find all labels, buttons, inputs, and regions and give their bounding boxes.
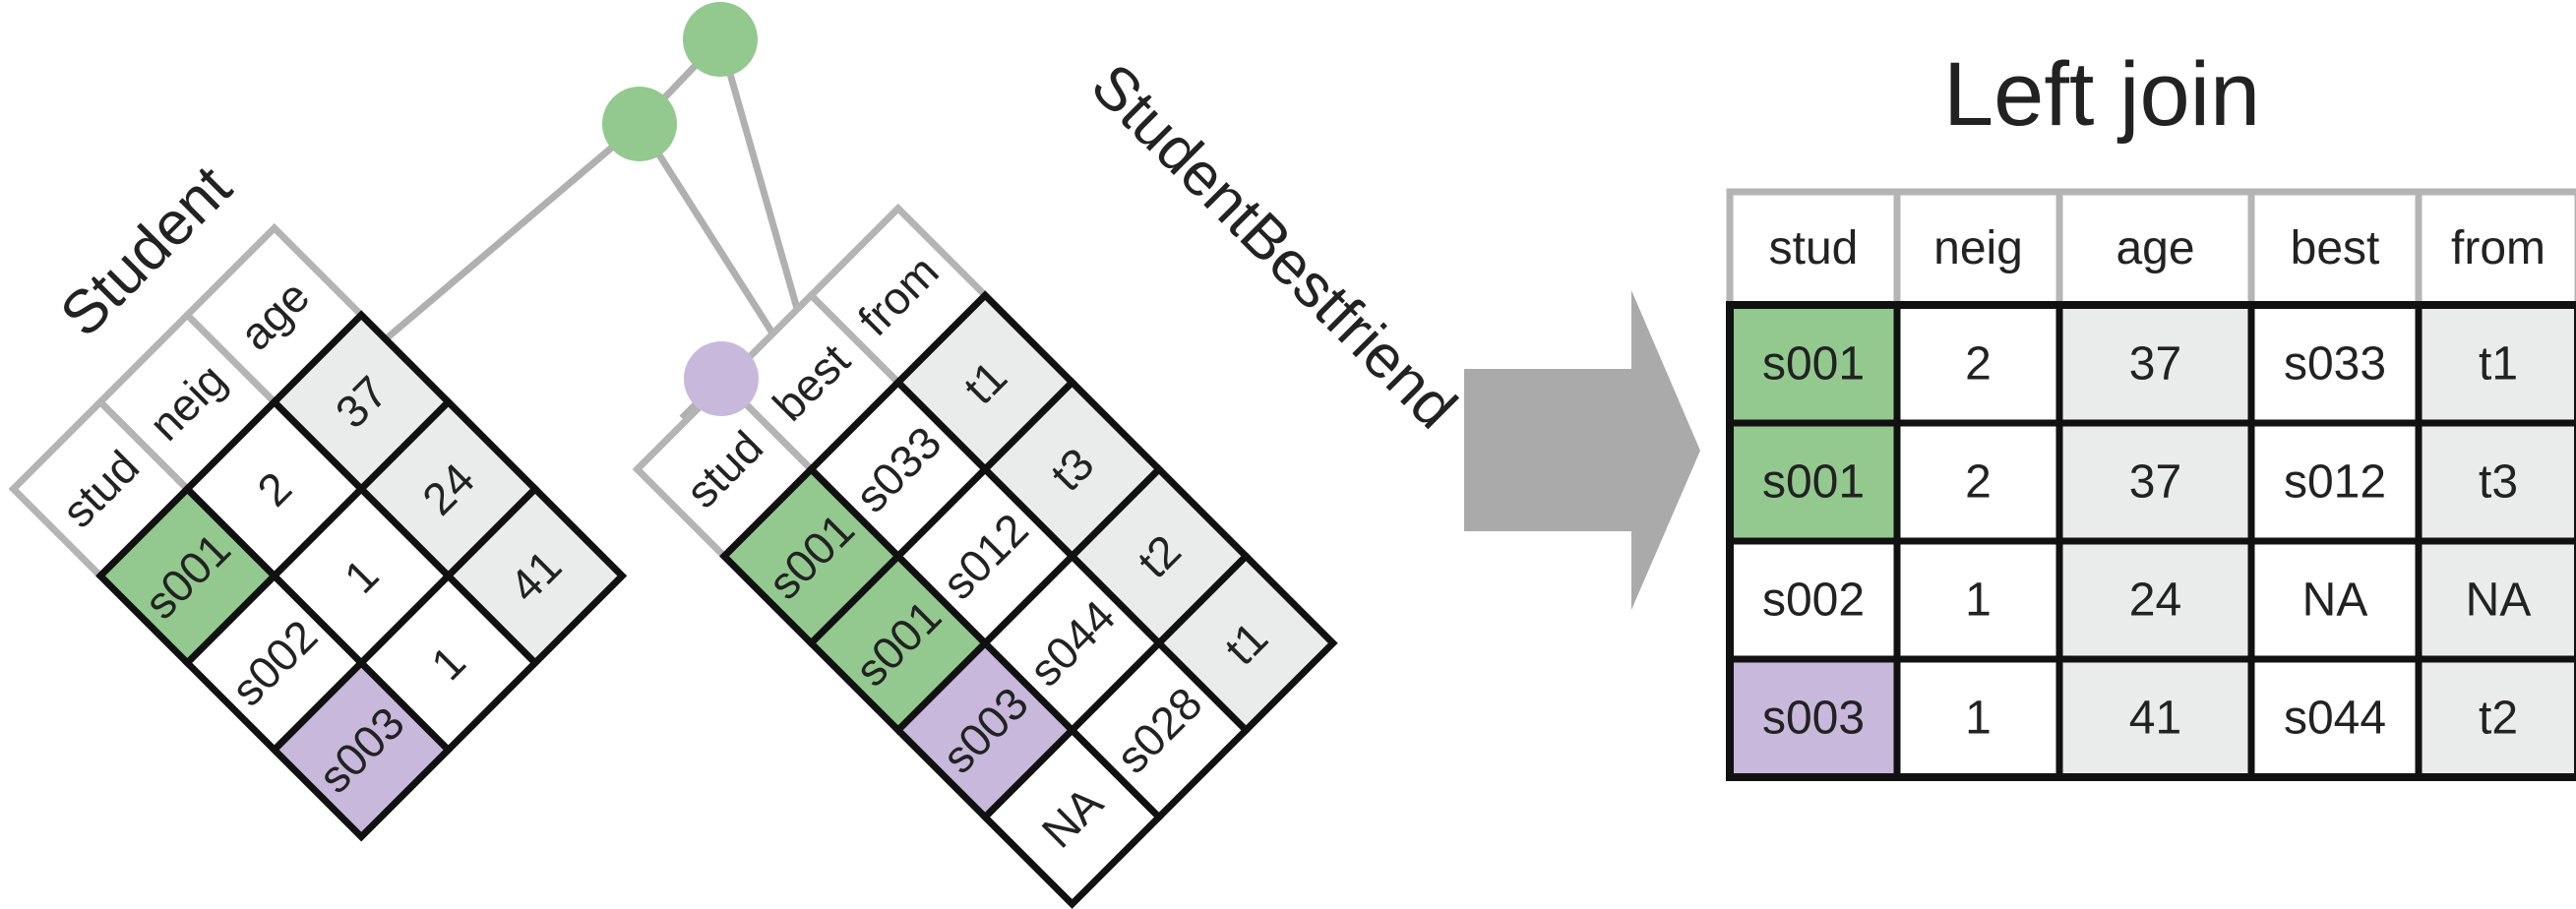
result-cell-value: t3 [2479, 456, 2518, 509]
match-node [684, 341, 759, 416]
result-header-label: from [2451, 222, 2545, 274]
result-cell-value: 1 [1965, 693, 1992, 745]
result-cell-value: s001 [1762, 338, 1865, 391]
result-cell-value: 1 [1965, 575, 1992, 627]
result-title: Left join [1943, 44, 2261, 145]
student-cell [443, 484, 628, 668]
result-cell-value: 41 [2129, 693, 2181, 745]
result-cell [1893, 419, 2063, 545]
result-cell-value: s002 [1762, 575, 1865, 627]
result-cell-value: s012 [2284, 456, 2386, 509]
result-header-label: neig [1933, 222, 2023, 274]
bestfriend-table-title: StudentBestfriend [1078, 51, 1469, 442]
result-cell-value: NA [2466, 575, 2532, 627]
result-cell-value: s033 [2284, 338, 2386, 391]
result-table: stud neig age best from s001 2 37 s033 t1 s001 2 37 s… [1726, 188, 2576, 781]
join-nodes [602, 2, 759, 416]
result-cell-value: 24 [2129, 575, 2181, 627]
result-cell [2415, 301, 2576, 427]
result-cell-value: t1 [2479, 338, 2518, 391]
result-header-label: age [2116, 222, 2194, 274]
result-cell [2247, 537, 2423, 663]
result-cell-value: s003 [1762, 693, 1865, 745]
result-cell-value: t2 [2479, 693, 2518, 745]
result-header-cell [2415, 188, 2576, 309]
result-cell-value: 2 [1965, 338, 1992, 391]
result-cell [1893, 537, 2063, 663]
result-cell-value: 37 [2129, 338, 2181, 391]
join-arrow [1464, 290, 1700, 610]
result-cell-value: s044 [2284, 693, 2386, 745]
bestfriend-table: studbestfroms001s033t1s001s012t3s003s044… [632, 203, 1338, 909]
match-node [683, 2, 758, 77]
bestfriend-cell [1153, 551, 1338, 736]
result-header-label: stud [1769, 222, 1859, 274]
result-header-cell [1893, 188, 2063, 309]
result-cell-value: s001 [1762, 456, 1865, 509]
result-cell-value: 37 [2129, 456, 2181, 509]
match-node [602, 87, 677, 161]
result-cell [2415, 419, 2576, 545]
result-header-label: best [2291, 222, 2380, 274]
result-body-border [1726, 301, 2576, 781]
result-cell-value: NA [2302, 575, 2368, 627]
result-cell-value: 2 [1965, 456, 1992, 509]
